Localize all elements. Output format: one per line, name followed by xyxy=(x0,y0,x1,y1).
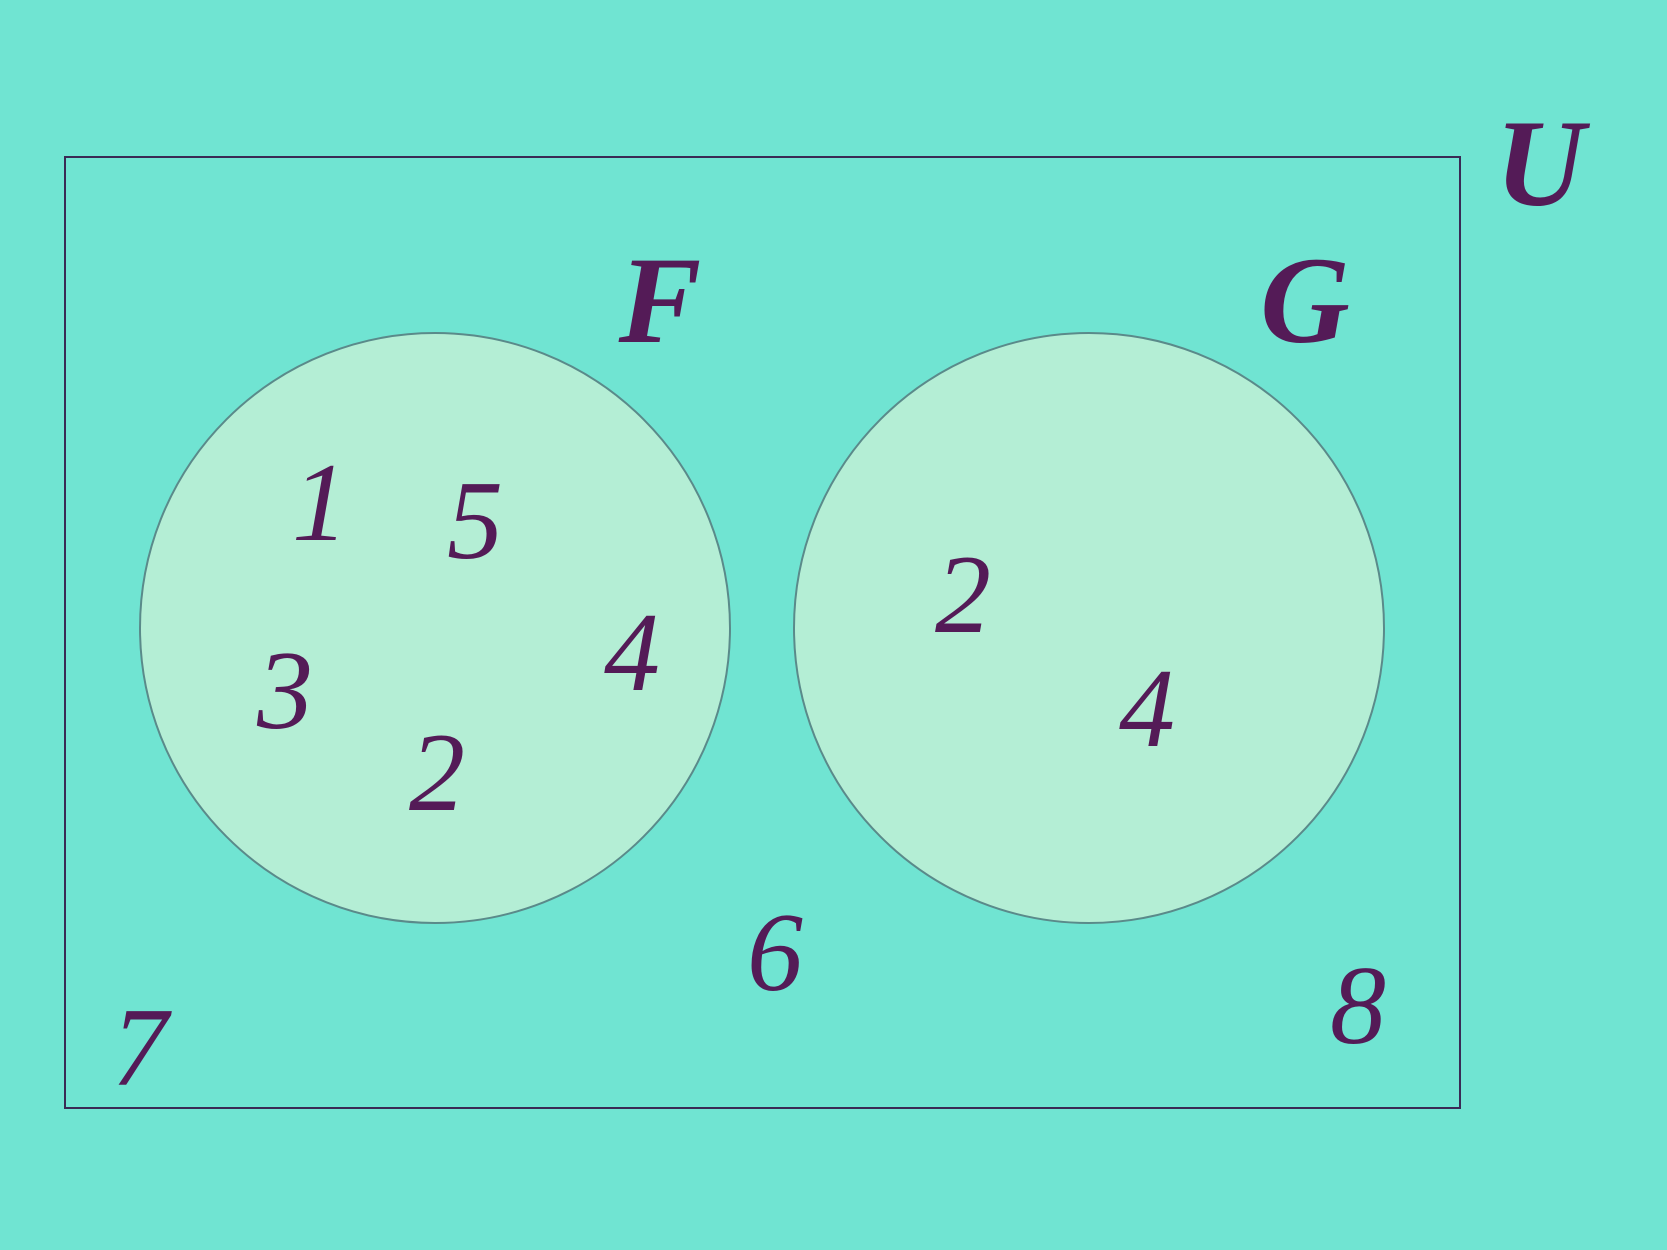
set-g-element: 4 xyxy=(1119,647,1175,771)
set-f-element: 5 xyxy=(447,459,503,583)
universe-element: 8 xyxy=(1330,944,1386,1068)
universe-label: U xyxy=(1495,95,1590,232)
set-f-element: 3 xyxy=(256,629,313,753)
set-g-element: 2 xyxy=(935,533,991,657)
set-f-element: 1 xyxy=(292,441,348,565)
set-f-element: 2 xyxy=(409,711,465,835)
universe-element: 7 xyxy=(112,986,172,1110)
set-g-circle xyxy=(793,332,1385,924)
set-f-circle xyxy=(139,332,731,924)
set-g-label: G xyxy=(1260,232,1350,369)
set-f-element: 4 xyxy=(604,591,660,715)
universe-element: 6 xyxy=(747,891,803,1015)
universe-box xyxy=(64,156,1461,1109)
set-f-label: F xyxy=(618,232,702,369)
